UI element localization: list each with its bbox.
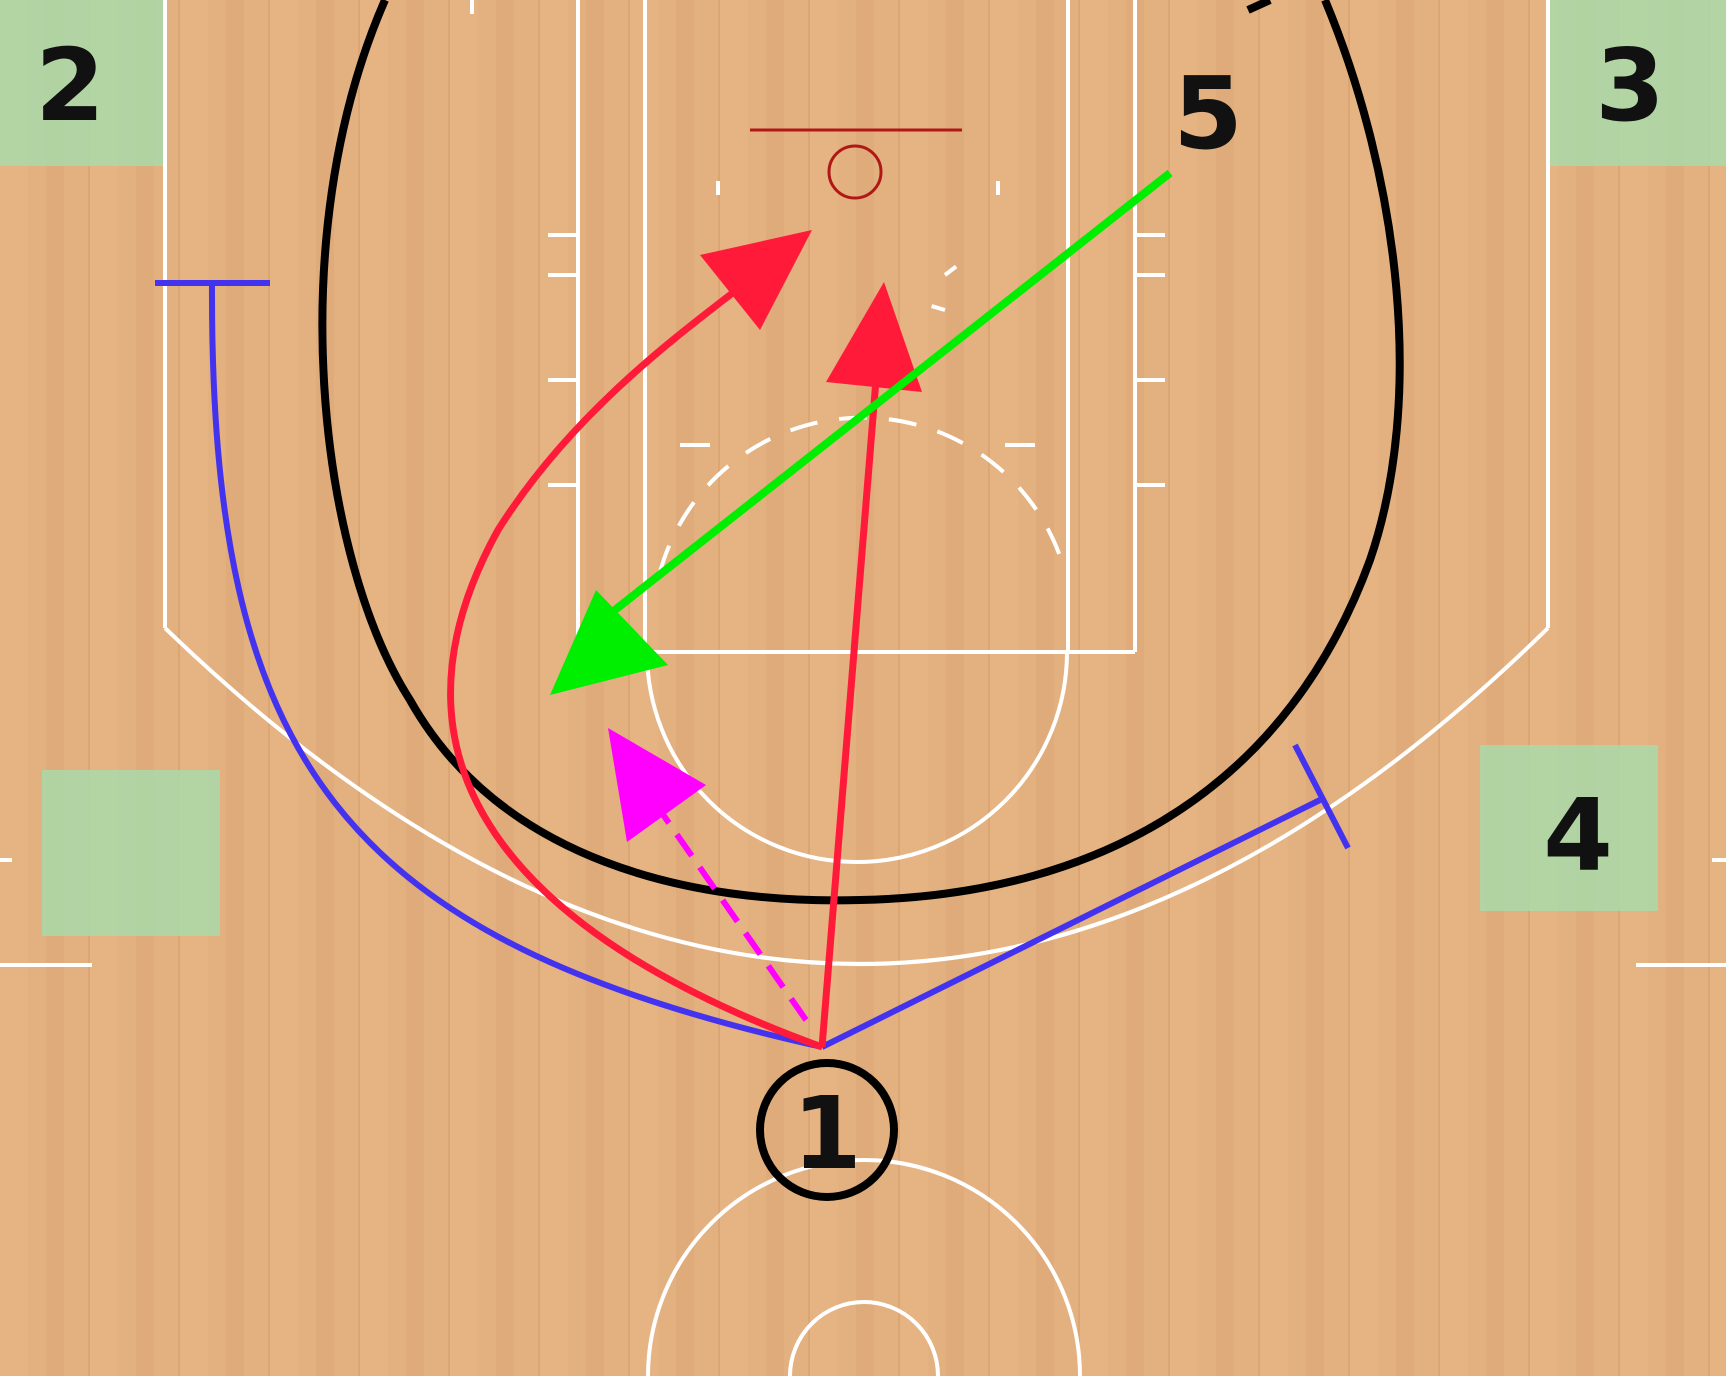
player-4-label: 4 xyxy=(1543,777,1613,894)
zone-3 xyxy=(1548,0,1726,166)
screen-paths xyxy=(155,280,1351,1050)
pass-path xyxy=(589,169,1173,632)
free-throw-circle xyxy=(645,651,1069,864)
center-circle xyxy=(646,1158,1082,1376)
zone-4 xyxy=(1480,745,1658,911)
zone-2 xyxy=(0,0,165,166)
pass-arrowhead xyxy=(550,590,668,695)
zone-empty xyxy=(42,770,220,936)
basket xyxy=(750,128,962,200)
player-1-circle xyxy=(756,1059,898,1201)
black-loop-tick xyxy=(1246,0,1272,14)
cut-path-straight xyxy=(818,354,882,1048)
restricted-area-dashes xyxy=(716,175,1000,312)
three-point-arc xyxy=(163,626,1550,966)
player-3-label: 3 xyxy=(1595,27,1665,144)
cut-path-curl xyxy=(447,267,824,1051)
center-circle-inner xyxy=(788,1300,940,1376)
screen-bar-right xyxy=(1292,743,1351,850)
screen-path-left xyxy=(208,282,823,1050)
cut-arrowhead-straight xyxy=(826,282,922,392)
dribble-arrowhead xyxy=(608,728,706,842)
black-loop-path xyxy=(318,0,1404,905)
dribble-path xyxy=(645,791,809,1022)
rim xyxy=(827,144,883,200)
player-2-label: 2 xyxy=(35,27,105,144)
player-5-label: 5 xyxy=(1173,55,1243,172)
player-1-label: 1 xyxy=(792,1075,862,1192)
cut-arrowhead-curl xyxy=(700,230,812,330)
screen-path-right xyxy=(820,797,1322,1050)
